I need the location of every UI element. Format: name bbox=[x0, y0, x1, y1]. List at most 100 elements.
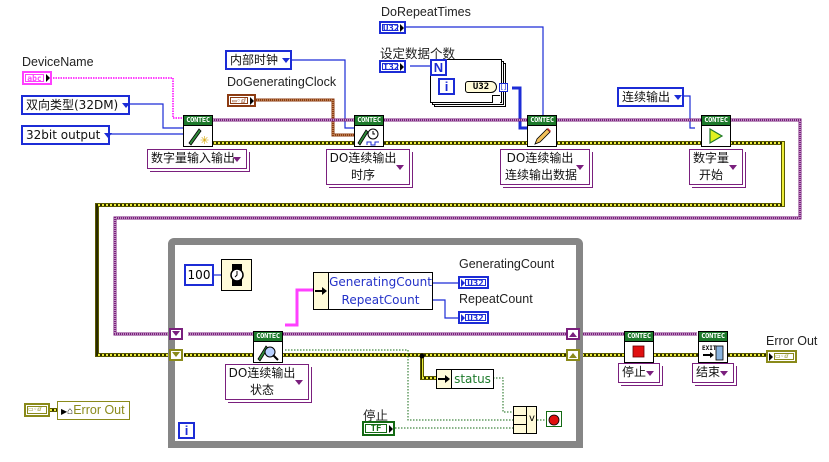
dropdown-arrow-icon bbox=[104, 133, 113, 138]
svg-text:✳: ✳ bbox=[200, 134, 209, 146]
clock-icon bbox=[355, 126, 383, 146]
contec-init-vi[interactable]: CONTEC ✳ bbox=[183, 115, 213, 147]
unbundle-field-generating-count[interactable]: GeneratingCount bbox=[328, 273, 432, 292]
home-icon: ⌂ bbox=[67, 406, 74, 417]
wristwatch-icon bbox=[230, 264, 244, 286]
dropdown-arrow-icon bbox=[674, 95, 683, 100]
contec-exit-vi[interactable]: CONTEC EXIT bbox=[698, 331, 728, 363]
arrow-right-icon bbox=[315, 287, 327, 295]
dropdown-arrow-icon bbox=[729, 165, 737, 170]
device-name-label: DeviceName bbox=[22, 55, 94, 69]
do-repeat-times-control[interactable]: U32 bbox=[379, 21, 406, 34]
contec-start-vi[interactable]: CONTEC bbox=[701, 115, 731, 147]
error-out-label: Error Out bbox=[766, 334, 818, 348]
output-arrow-icon bbox=[389, 424, 393, 433]
output-arrow-icon bbox=[46, 74, 50, 82]
loop-count-terminal[interactable]: N bbox=[430, 59, 447, 76]
init-icon: ✳ bbox=[184, 126, 212, 146]
clock-cluster-wire bbox=[255, 98, 354, 137]
selector-line1: DO连续输出 bbox=[506, 151, 574, 165]
bit-output-value: 32bit output bbox=[26, 128, 101, 142]
wait-ms-constant[interactable]: 100 bbox=[184, 264, 214, 286]
input-arrow-icon bbox=[461, 278, 465, 287]
io-type-value: 双向类型(32DM) bbox=[26, 98, 119, 112]
write-function-selector[interactable]: DO连续输出 连续输出数据 bbox=[500, 149, 590, 185]
page-curl-icon bbox=[492, 95, 500, 103]
selector-line2: 连续输出数据 bbox=[504, 168, 577, 182]
input-arrow-icon bbox=[461, 313, 465, 322]
status-field[interactable]: status bbox=[451, 370, 493, 388]
svg-text:EXIT: EXIT bbox=[702, 345, 717, 352]
error-wire bbox=[50, 141, 785, 412]
selector-line2: 开始 bbox=[699, 168, 724, 182]
loop-condition-terminal[interactable] bbox=[546, 411, 562, 427]
data-count-control[interactable]: I32 bbox=[379, 60, 406, 73]
selector-line1: DO连续输出 bbox=[228, 366, 296, 380]
play-icon bbox=[702, 126, 730, 146]
dropdown-arrow-icon bbox=[720, 371, 728, 376]
input-arrow-icon: ▶ bbox=[61, 407, 68, 416]
contec-header: CONTEC bbox=[699, 332, 727, 342]
io-type-ring[interactable]: 双向类型(32DM) bbox=[21, 95, 131, 115]
array-wire bbox=[512, 86, 527, 130]
status-function-selector[interactable]: DO连续输出 状态 bbox=[225, 364, 309, 400]
contec-timing-vi[interactable]: CONTEC bbox=[354, 115, 384, 147]
contec-header: CONTEC bbox=[625, 332, 653, 342]
local-variable-label: Error Out bbox=[73, 403, 125, 417]
contec-stop-vi[interactable]: CONTEC bbox=[624, 331, 654, 363]
init-function-selector[interactable]: 数字量输入输出 bbox=[147, 149, 247, 169]
cluster-glyph-icon: ▭◦ⅆ bbox=[774, 353, 794, 360]
device-name-control[interactable]: abc bbox=[22, 71, 52, 85]
numeric-wires bbox=[110, 26, 695, 319]
repeat-count-indicator: U32 bbox=[458, 311, 489, 324]
arrow-right-icon bbox=[438, 375, 450, 383]
bit-output-ring[interactable]: 32bit output bbox=[21, 125, 113, 145]
error-shift-register-left[interactable] bbox=[169, 349, 183, 361]
dropdown-arrow-icon bbox=[396, 165, 404, 170]
u32-type-glyph: U32 bbox=[465, 314, 486, 324]
generating-count-indicator: U32 bbox=[458, 276, 489, 289]
start-function-selector[interactable]: 数字量 开始 bbox=[689, 149, 743, 185]
generating-count-label: GeneratingCount bbox=[459, 257, 555, 271]
cluster-pink-wire bbox=[285, 288, 313, 327]
error-shift-register-right[interactable] bbox=[566, 349, 580, 361]
contec-write-vi[interactable]: CONTEC bbox=[527, 115, 557, 147]
task-shift-register-right[interactable] bbox=[566, 328, 580, 340]
contec-header: CONTEC bbox=[528, 116, 556, 126]
output-mode-ring[interactable]: 连续输出 bbox=[617, 87, 684, 107]
exit-function-selector[interactable]: 结束 bbox=[692, 363, 734, 383]
status-unbundle[interactable]: status bbox=[436, 369, 494, 389]
selector-line2: 状态 bbox=[249, 383, 274, 397]
selector-value: 结束 bbox=[696, 365, 721, 379]
contec-header: CONTEC bbox=[254, 332, 282, 342]
clock-source-ring[interactable]: 内部时钟 bbox=[225, 50, 292, 70]
indexing-tunnel: [] bbox=[499, 83, 508, 92]
selector-value: 数字量输入输出 bbox=[151, 151, 236, 165]
stop-button-terminal[interactable]: TF bbox=[362, 421, 395, 436]
string-wire bbox=[53, 77, 183, 119]
stop-function-selector[interactable]: 停止 bbox=[618, 363, 660, 383]
stop-if-true-icon bbox=[548, 414, 560, 426]
string-type-glyph: abc bbox=[25, 74, 44, 83]
dropdown-arrow-icon bbox=[646, 371, 654, 376]
selector-line2: 时序 bbox=[350, 168, 375, 182]
error-cluster-constant[interactable]: ▭◦ⅆ bbox=[24, 403, 50, 417]
contec-status-vi[interactable]: CONTEC bbox=[253, 331, 283, 363]
to-u32-conversion[interactable]: U32 bbox=[465, 81, 497, 93]
wait-ms-function[interactable] bbox=[221, 259, 252, 291]
stop-icon bbox=[625, 342, 653, 362]
error-out-local-variable[interactable]: ▶⌂Error Out bbox=[57, 401, 130, 420]
do-generating-clock-control[interactable]: ▭◦ⅆ bbox=[227, 94, 256, 107]
unbundle-field-repeat-count[interactable]: RepeatCount bbox=[328, 291, 432, 309]
while-loop[interactable] bbox=[168, 238, 583, 448]
do-repeat-times-label: DoRepeatTimes bbox=[381, 5, 471, 19]
compound-or-function[interactable]: v bbox=[513, 406, 537, 434]
for-loop[interactable]: N i U32 [] bbox=[430, 59, 508, 107]
selector-line1: 数字量 bbox=[693, 151, 730, 165]
timing-function-selector[interactable]: DO连续输出 时序 bbox=[326, 149, 410, 185]
task-shift-register-left[interactable] bbox=[169, 328, 183, 340]
unbundle-by-name[interactable]: GeneratingCount RepeatCount bbox=[313, 272, 433, 310]
cluster-glyph-icon: ▭◦ⅆ bbox=[230, 97, 248, 105]
clock-source-value: 内部时钟 bbox=[230, 53, 279, 67]
pencil-icon bbox=[528, 126, 556, 146]
